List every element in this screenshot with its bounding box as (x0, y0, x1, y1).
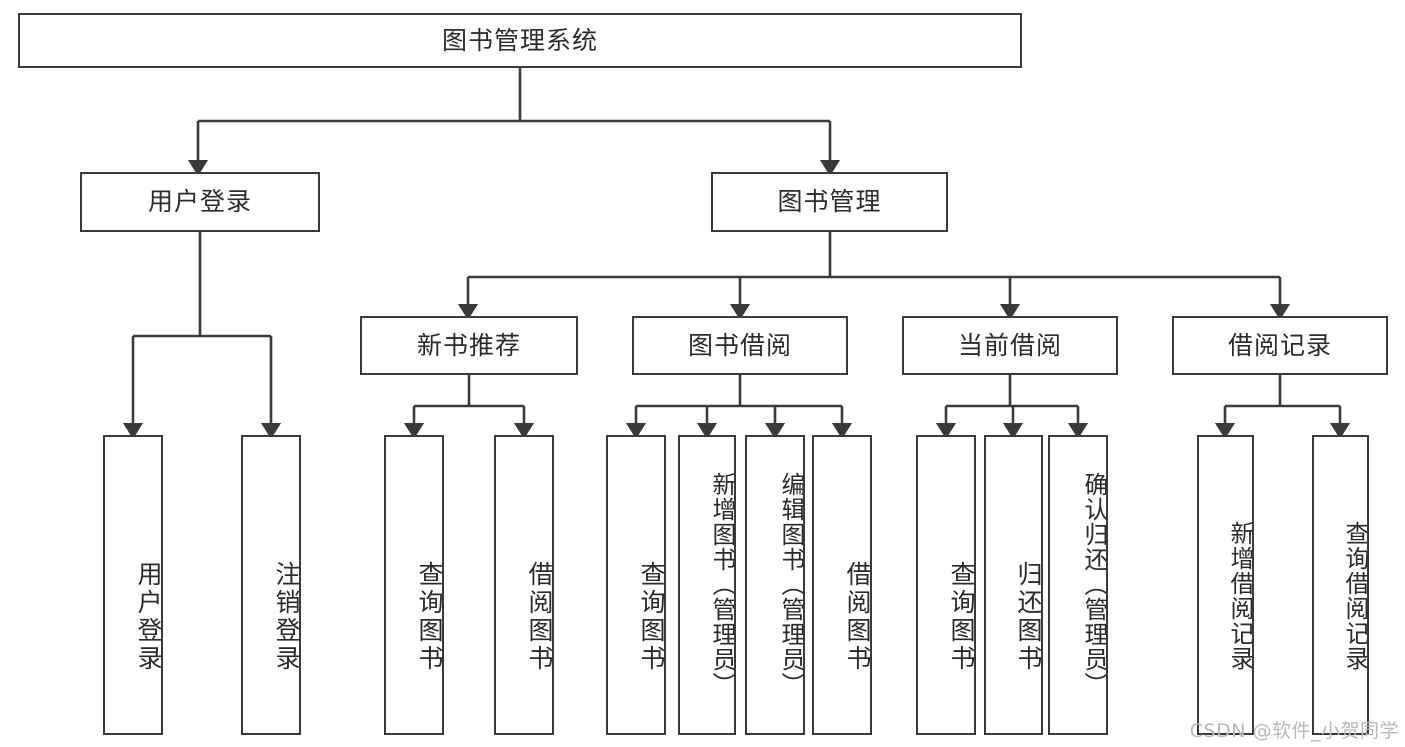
leaf-query-book-2-label: 查询图书 (637, 561, 666, 673)
node-user-login[interactable]: 用户登录 (80, 172, 320, 232)
leaf-query-book-1-label: 查询图书 (415, 561, 444, 673)
leaf-logout-login-label: 注销登录 (272, 561, 301, 673)
node-borrow-record-label: 借阅记录 (1227, 330, 1332, 360)
node-user-login-label: 用户登录 (147, 187, 252, 217)
leaf-add-book-label: 新增图书（管理员） (708, 471, 736, 697)
node-root[interactable]: 图书管理系统 (18, 13, 1022, 68)
node-root-label: 图书管理系统 (441, 25, 598, 55)
leaf-edit-book[interactable]: 编辑图书（管理员） (745, 435, 805, 735)
node-book-borrow[interactable]: 图书借阅 (632, 316, 848, 375)
node-book-manage[interactable]: 图书管理 (711, 172, 948, 232)
leaf-query-book-2[interactable]: 查询图书 (606, 435, 666, 735)
leaf-return-book-label: 归还图书 (1014, 561, 1043, 673)
leaf-user-login-label: 用户登录 (134, 561, 163, 673)
csdn-watermark: CSDN @软件_小贺同学 (1189, 720, 1399, 742)
node-new-book-rec-label: 新书推荐 (416, 330, 521, 360)
leaf-add-book[interactable]: 新增图书（管理员） (678, 435, 736, 735)
leaf-confirm-return[interactable]: 确认归还（管理员） (1048, 435, 1108, 735)
leaf-confirm-return-label: 确认归还（管理员） (1080, 471, 1108, 697)
leaf-query-book-1[interactable]: 查询图书 (384, 435, 444, 735)
leaf-return-book[interactable]: 归还图书 (984, 435, 1043, 735)
node-book-borrow-label: 图书借阅 (687, 330, 792, 360)
leaf-query-record[interactable]: 查询借阅记录 (1312, 435, 1369, 735)
leaf-borrow-book-1-label: 借阅图书 (525, 561, 554, 673)
leaf-query-book-3-label: 查询图书 (947, 561, 976, 673)
node-current-borrow-label: 当前借阅 (957, 330, 1062, 360)
leaf-borrow-book-2-label: 借阅图书 (843, 561, 872, 673)
leaf-logout-login[interactable]: 注销登录 (241, 435, 301, 735)
leaf-query-record-label: 查询借阅记录 (1341, 521, 1369, 671)
node-current-borrow[interactable]: 当前借阅 (902, 316, 1118, 375)
leaf-user-login[interactable]: 用户登录 (103, 435, 163, 735)
leaf-edit-book-label: 编辑图书（管理员） (777, 471, 805, 697)
node-borrow-record[interactable]: 借阅记录 (1172, 316, 1388, 375)
leaf-add-record[interactable]: 新增借阅记录 (1197, 435, 1254, 735)
node-book-manage-label: 图书管理 (777, 187, 882, 217)
leaf-add-record-label: 新增借阅记录 (1226, 521, 1254, 671)
leaf-borrow-book-2[interactable]: 借阅图书 (812, 435, 872, 735)
node-new-book-rec[interactable]: 新书推荐 (360, 316, 578, 375)
leaf-borrow-book-1[interactable]: 借阅图书 (494, 435, 554, 735)
leaf-query-book-3[interactable]: 查询图书 (916, 435, 976, 735)
